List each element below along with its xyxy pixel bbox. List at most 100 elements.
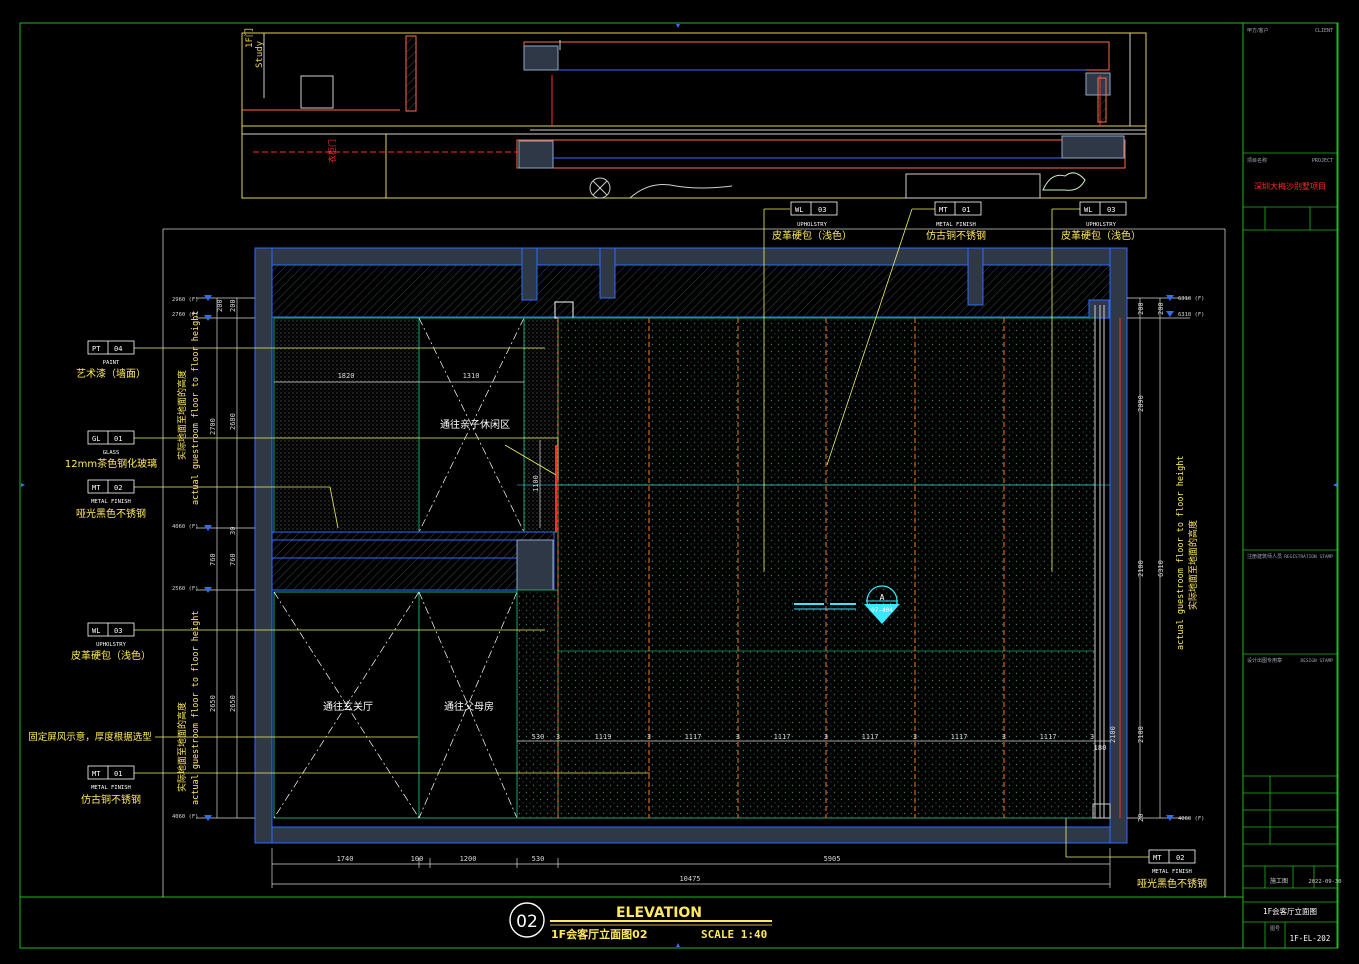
note-right-cn: 实际地面至地面的高度 <box>1187 520 1199 610</box>
level-right-2: 6310 (F) <box>1178 312 1205 318</box>
dim-left-i: 2650 <box>229 695 237 712</box>
dim-mid-9: 3 <box>913 733 917 741</box>
callout-left-1-num: 04 <box>114 345 122 353</box>
dim-right-g: 2100 <box>1109 726 1117 743</box>
dim-left-f: 760 <box>209 553 217 566</box>
callout-top-2-code: MT <box>939 206 948 214</box>
callout-left-3-code: MT <box>92 484 101 492</box>
plan-arrow-label: 衣柜门 <box>327 139 337 163</box>
level-right-1: 6310 (F) <box>1178 296 1205 302</box>
callout-top-2-category: METAL FINISH <box>936 222 976 228</box>
dim-bottom-2: 100 <box>411 855 424 863</box>
dim-mid-3: 3 <box>647 733 651 741</box>
callout-left-4-code: WL <box>92 627 100 635</box>
dim-mid-4: 1117 <box>685 733 702 741</box>
title-graphic <box>509 902 772 938</box>
dim-mid-2: 1119 <box>595 733 612 741</box>
callout-br-num: 02 <box>1176 854 1184 862</box>
dim-right-f: 2100 <box>1137 726 1145 743</box>
dim-left-h: 2650 <box>209 695 217 712</box>
note-left-bottom-cn: 实际地面至地面的高度 <box>176 702 188 792</box>
tb-sheet-title: 1F会客厅立面图 <box>1263 906 1317 916</box>
tb-stage: 施工图 <box>1270 877 1288 885</box>
dim-right-b: 200 <box>1157 302 1165 315</box>
right-level-marks <box>1166 295 1174 821</box>
tb-client-cn: 甲方/客户 <box>1247 27 1269 34</box>
dim-left-b: 200 <box>229 299 237 312</box>
dim-mid-1: 3 <box>556 733 560 741</box>
dim-right-a: 200 <box>1137 302 1145 315</box>
plan-study-label: Study <box>255 40 265 68</box>
callout-top-3-num: 03 <box>1107 206 1115 214</box>
callout-left-1-category: PAINT <box>103 360 120 366</box>
callout-top-3-category: UPHOLSTRY <box>1086 222 1116 228</box>
dim-left-a: 200 <box>216 299 224 312</box>
callout-top-1-category: UPHOLSTRY <box>797 222 827 228</box>
left-level-marks <box>204 295 212 821</box>
tb-design-en: DESIGN STAMP <box>1300 658 1333 664</box>
plan-view <box>241 32 1147 199</box>
note-left-top-cn: 实际地面至地面的高度 <box>176 370 188 460</box>
callout-top-3-code: WL <box>1084 206 1092 214</box>
title-block-grid <box>1243 152 1337 948</box>
callout-left-2-name: 12mm茶色钢化玻璃 <box>65 457 157 470</box>
elevation-outline <box>162 228 1226 897</box>
level-left-3: 4060 (F) <box>172 524 199 530</box>
dim-mid-7: 3 <box>824 733 828 741</box>
dim-upper-1: 1820 <box>338 372 355 380</box>
frame-ticks <box>21 24 1337 947</box>
left-leaders <box>134 347 650 774</box>
title-subtitle: 1F会客厅立面图02 <box>551 927 647 941</box>
top-leaders <box>763 208 1080 572</box>
tb-project-en: PROJECT <box>1312 158 1333 164</box>
dim-bottom-1: 1740 <box>337 855 354 863</box>
dim-bottom-5: 5905 <box>824 855 841 863</box>
section-marker-ref: 07-404 <box>871 607 893 614</box>
callout-left-3-name: 哑光黑色不锈钢 <box>76 507 146 520</box>
right-dim-lines <box>1127 297 1190 819</box>
callout-left-4-name: 皮革硬包（浅色） <box>71 649 151 662</box>
dim-bottom-4: 530 <box>532 855 545 863</box>
dim-right-e: 6310 <box>1157 560 1165 577</box>
level-left-1: 2960 (F) <box>172 297 199 303</box>
callout-top-1-name: 皮革硬包（浅色） <box>772 229 852 242</box>
tb-client-en: CLIENT <box>1315 28 1333 34</box>
callout-top-2-name: 仿古铜不锈钢 <box>926 229 986 242</box>
callout-left-5-name: 固定屏风示意，厚度根据选型 <box>28 731 152 743</box>
tb-project-cn: 项目名称 <box>1247 157 1267 164</box>
title-number: 02 <box>516 912 538 932</box>
tb-seal-en: REGISTRATION STAMP <box>1284 554 1333 560</box>
level-left-2: 2760 (F) <box>172 312 199 318</box>
left-tag-boxes <box>87 340 135 780</box>
dim-upper-2: 1310 <box>463 372 480 380</box>
dim-mid-5: 3 <box>736 733 740 741</box>
callout-left-2-num: 01 <box>114 435 122 443</box>
callout-left-6-code: MT <box>92 770 101 778</box>
drawing-frame <box>19 22 1339 949</box>
label-parents: 通往父母房 <box>444 700 494 713</box>
left-upper-bay <box>271 301 574 591</box>
title-scale: SCALE 1:40 <box>701 928 767 941</box>
tb-date: 2022-09-30 <box>1308 879 1341 885</box>
panel-joints <box>557 318 1005 818</box>
dim-left-d: 2680 <box>229 413 237 430</box>
note-right-en: actual guestroom floor to floor height <box>1176 456 1186 650</box>
note-left-bottom-en: actual guestroom floor to floor height <box>191 611 201 805</box>
section-marker-letter: A <box>880 593 885 602</box>
dim-right-h: 20 <box>1137 814 1145 822</box>
label-kids-area: 通往亲子休闲区 <box>440 418 510 431</box>
dim-mid-10: 1117 <box>951 733 968 741</box>
left-lower-doors <box>273 589 559 819</box>
callout-top-1-num: 03 <box>818 206 826 214</box>
callout-left-3-num: 02 <box>114 484 122 492</box>
title-heading: ELEVATION <box>616 905 702 921</box>
callout-left-2-category: GLASS <box>103 450 120 456</box>
tb-design-cn: 设计出图专用章 <box>1247 657 1282 664</box>
tb-sheet-no: 1F-EL-202 <box>1290 934 1331 943</box>
inner-dim-lines <box>271 381 1111 888</box>
callout-br-name: 哑光黑色不锈钢 <box>1137 877 1207 890</box>
level-left-4: 2560 (F) <box>172 586 199 592</box>
dim-right-c: 2090 <box>1137 395 1145 412</box>
callout-left-3-category: METAL FINISH <box>91 499 131 505</box>
